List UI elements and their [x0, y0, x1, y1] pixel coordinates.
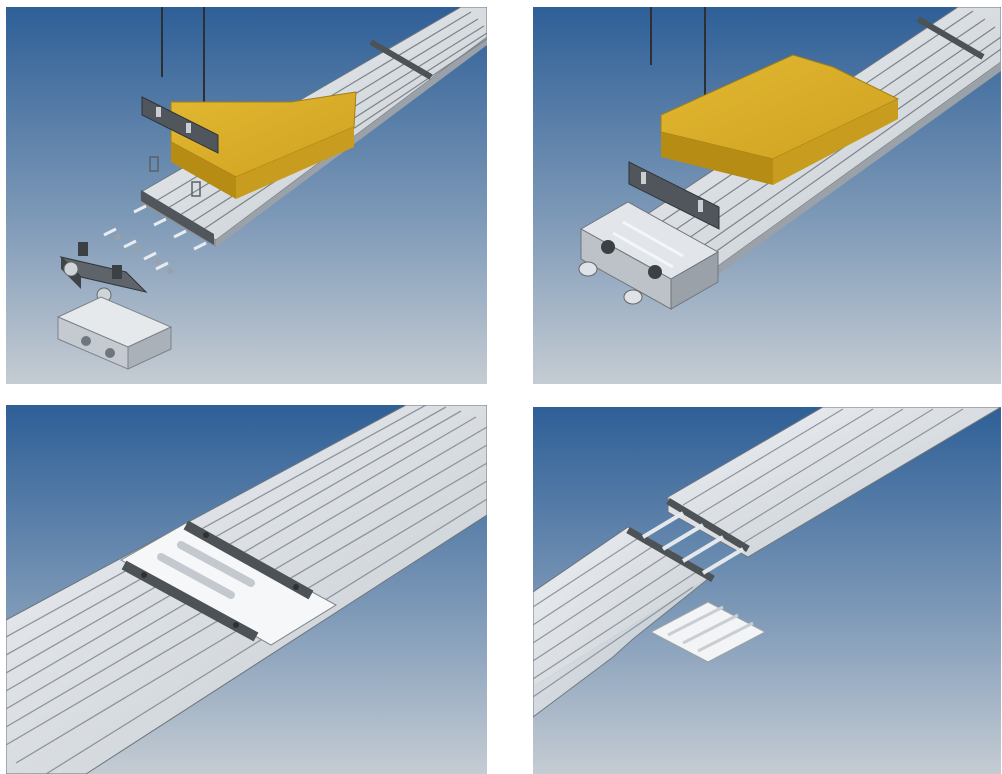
exploded-end-cap-assembly-panel	[6, 7, 487, 384]
pipe-connector-housing	[578, 201, 720, 310]
rail-end-plate	[141, 190, 214, 245]
assembled-end-cap-panel	[533, 7, 1001, 384]
rail-end-plate-right	[666, 497, 750, 553]
rail-end-plate-left	[626, 526, 715, 583]
end-bracket	[628, 161, 720, 230]
exploded-rail-joint-panel	[533, 407, 1001, 774]
end-bracket	[141, 96, 219, 154]
yellow-insulation-block	[170, 91, 357, 199]
rail-assembly	[6, 405, 487, 774]
rail-segment-right	[666, 407, 1001, 558]
joined-rail-segments-panel	[6, 405, 487, 774]
rail-crossbar	[369, 39, 433, 80]
end-cap-tray	[56, 296, 173, 370]
connecting-rods	[641, 511, 745, 575]
bottom-cover-plate	[649, 601, 767, 663]
rail-crossbar	[916, 16, 985, 60]
yellow-insulation-block	[660, 54, 900, 185]
fastener-bolts	[103, 204, 207, 274]
hanging-wires	[161, 7, 205, 102]
clips	[149, 156, 201, 197]
rail-segment-left	[533, 526, 715, 718]
hanging-wires	[650, 7, 706, 97]
